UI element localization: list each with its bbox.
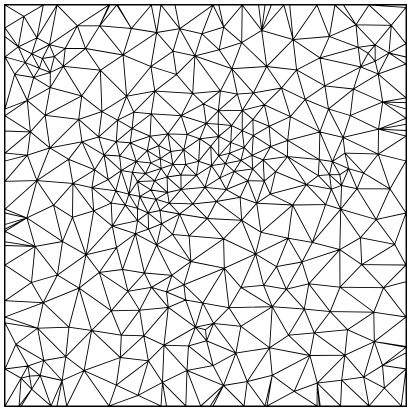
- mesh-edges: [5, 5, 406, 406]
- mesh-edge-lines: [5, 5, 406, 406]
